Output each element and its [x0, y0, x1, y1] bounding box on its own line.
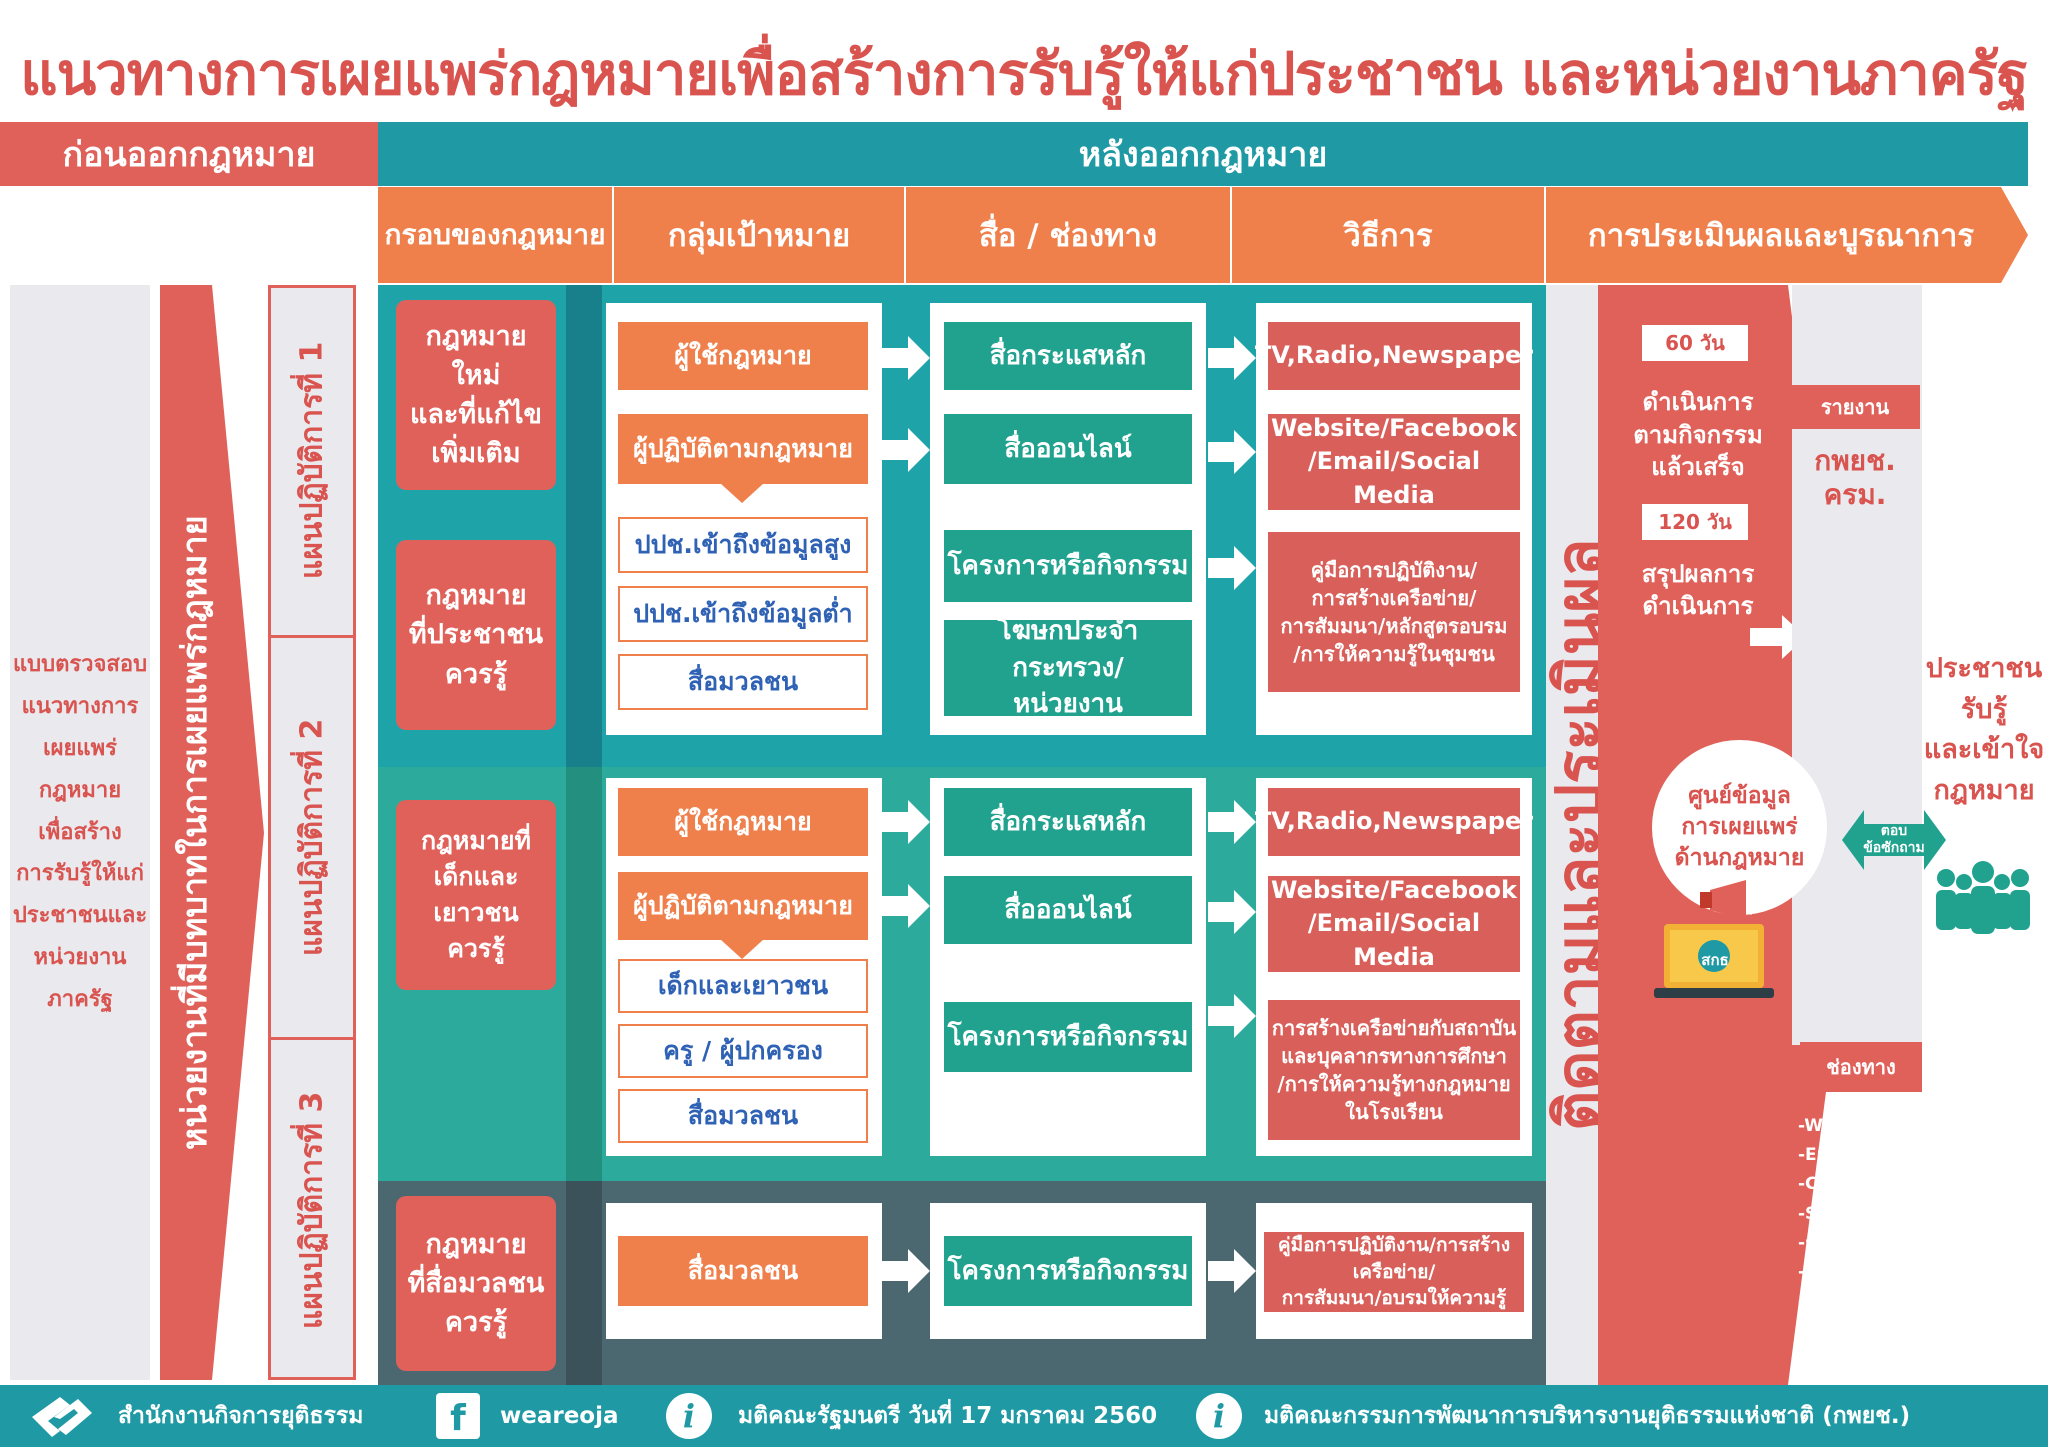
plan-divider: [268, 635, 356, 638]
down-pointer: [720, 483, 764, 503]
method-manuals-networks: คู่มือการปฏิบัติงาน/ การสร้างเครือข่าย/ …: [1268, 532, 1520, 692]
answer-double-arrow: [1842, 810, 1946, 870]
target-mass-media: สื่อมวลชน: [618, 654, 868, 710]
column-header-evaluation: การประเมินผลและบูรณาการ: [1587, 218, 1975, 254]
plan-2-label: แผนปฏิบัติการที่ 2: [294, 718, 330, 957]
column-header-target-group: กลุ่มเป้าหมาย: [614, 187, 906, 283]
target-law-users: ผู้ใช้กฎหมาย: [618, 322, 868, 390]
plan-tabs-frame: [268, 285, 356, 1380]
media-mainstream: สื่อกระแสหลัก: [944, 322, 1192, 390]
oja-logo-icon: [32, 1397, 92, 1437]
report-tag: รายงาน: [1790, 385, 1920, 429]
framework-new-laws: กฎหมายใหม่ และที่แก้ไข เพิ่มเติม: [396, 300, 556, 490]
report-recipients: กพยช. ครม.: [1814, 444, 1896, 511]
footer-org-name: สำนักงานกิจการยุติธรรม: [118, 1403, 364, 1429]
method-online: Website/Facebook /Email/Social Media: [1268, 876, 1520, 972]
column-header-method: วิธีการ: [1232, 187, 1546, 283]
header-after-law: หลังออกกฎหมาย: [378, 122, 2028, 186]
ojа-logo-text: สกธ: [1701, 951, 1729, 969]
media-online: สื่อออนไลน์: [944, 414, 1192, 484]
arrow-right-icon: [882, 1249, 930, 1293]
down-pointer: [720, 939, 764, 959]
days-60-tag: 60 วัน: [1640, 323, 1750, 363]
facebook-icon: f: [436, 1393, 480, 1439]
channels-tag: ช่องทาง: [1800, 1042, 1922, 1092]
arrow-right-icon: [882, 800, 930, 844]
column-header-media-channel: สื่อ / ช่องทาง: [906, 187, 1232, 283]
target-law-practitioners: ผู้ปฏิบัติตามกฎหมาย: [618, 872, 868, 940]
footer-bar: สำนักงานกิจการยุติธรรม f weareoja i มติค…: [0, 1385, 2048, 1447]
footer-cabinet-resolution: มติคณะรัฐมนตรี วันที่ 17 มกราคม 2560: [738, 1403, 1158, 1429]
media-project-activity: โครงการหรือกิจกรรม: [944, 1236, 1192, 1306]
column-header-evaluation-arrow: [1546, 187, 2028, 283]
media-project-activity: โครงการหรือกิจกรรม: [944, 530, 1192, 602]
target-teachers-parents: ครู / ผู้ปกครอง: [618, 1024, 868, 1078]
header-before-law: ก่อนออกกฎหมาย: [0, 122, 378, 186]
arrow-right-icon: [1208, 1249, 1256, 1293]
target-mass-media: สื่อมวลชน: [618, 1236, 868, 1306]
media-spokesperson: โฆษกประจำกระทรวง/ หน่วยงาน: [944, 616, 1192, 719]
days-120-tag: 120 วัน: [1640, 502, 1750, 542]
info-icon: i: [666, 1393, 712, 1439]
section-2-fold: [566, 767, 602, 1181]
framework-public-laws: กฎหมาย ที่ประชาชน ควรรู้: [396, 540, 556, 730]
method-manuals-seminars: คู่มือการปฏิบัติงาน/การสร้างเครือข่าย/ ก…: [1264, 1232, 1524, 1312]
column-header-framework: กรอบของกฎหมาย: [378, 187, 614, 283]
footer-committee-resolution: มติคณะกรรมการพัฒนาการบริหารงานยุติธรรมแห…: [1264, 1403, 1911, 1429]
arrow-right-icon: [1208, 800, 1256, 844]
arrow-right-icon: [1208, 994, 1256, 1038]
arrow-right-icon: [882, 336, 930, 380]
method-online: Website/Facebook /Email/Social Media: [1268, 414, 1520, 510]
public-understands-law: ประชาชน รับรู้ และเข้าใจ กฎหมาย: [1923, 653, 2045, 806]
arrow-right-icon: [882, 428, 930, 472]
framework-youth-laws: กฎหมายที่ เด็กและเยาวชน ควรรู้: [396, 800, 556, 990]
target-mass-media: สื่อมวลชน: [618, 1089, 868, 1143]
media-mainstream: สื่อกระแสหลัก: [944, 788, 1192, 856]
target-children-youth: เด็กและเยาวชน: [618, 959, 868, 1013]
arrow-right-icon: [1208, 430, 1256, 474]
plan-3-label: แผนปฏิบัติการที่ 3: [294, 1091, 330, 1329]
channels-list: -Website -Email -Call Center -Social Med…: [1798, 1116, 1927, 1370]
answer-questions-label: ตอบ ข้อซักถาม: [1863, 823, 1925, 856]
people-group-icon: [1936, 861, 2030, 934]
step-complete-activities: ดำเนินการ ตามกิจกรรม แล้วเสร็จ: [1633, 388, 1763, 482]
arrow-right-icon: [1208, 546, 1256, 590]
checklist-panel: แบบตรวจสอบ แนวทางการ เผยแพร่ กฎหมาย เพื่…: [10, 285, 150, 1380]
arrow-right-icon: [882, 884, 930, 928]
agency-role-label: หน่วยงานที่มีบทบาทในการเผยแพร่กฎหมาย: [175, 515, 215, 1150]
media-project-activity: โครงการหรือกิจกรรม: [944, 1002, 1192, 1072]
footer-facebook-handle[interactable]: weareoja: [500, 1403, 619, 1429]
plan-divider: [268, 1037, 356, 1040]
step-summarize-results: สรุปผลการ ดำเนินการ: [1641, 559, 1755, 620]
method-tv-radio-newspaper: TV,Radio,Newspaper: [1255, 788, 1533, 856]
section-3-fold: [566, 1181, 602, 1385]
target-low-access: ปปช.เข้าถึงข้อมูลต่ำ: [618, 586, 868, 642]
info-icon: i: [1196, 1393, 1242, 1439]
laptop-megaphone-icon: [1654, 880, 1774, 998]
method-tv-radio-newspaper: TV,Radio,Newspaper: [1255, 322, 1533, 390]
plan-1-label: แผนปฏิบัติการที่ 1: [294, 341, 330, 579]
target-law-practitioners: ผู้ปฏิบัติตามกฎหมาย: [618, 414, 868, 484]
target-law-users: ผู้ใช้กฎหมาย: [618, 788, 868, 856]
arrow-right-icon: [1208, 890, 1256, 934]
arrow-right-icon: [1208, 336, 1256, 380]
method-school-networks: การสร้างเครือข่ายกับสถาบัน และบุคลากรทาง…: [1268, 1000, 1520, 1140]
agency-role-arrow: [160, 285, 264, 1380]
target-high-access: ปปช.เข้าถึงข้อมูลสูง: [618, 517, 868, 573]
media-online: สื่อออนไลน์: [944, 876, 1192, 944]
framework-media-laws: กฎหมาย ที่สื่อมวลชน ควรรู้: [396, 1196, 556, 1371]
section-1-fold: [566, 285, 602, 767]
page-title: แนวทางการเผยแพร่กฎหมายเพื่อสร้างการรับรู…: [20, 39, 2029, 108]
